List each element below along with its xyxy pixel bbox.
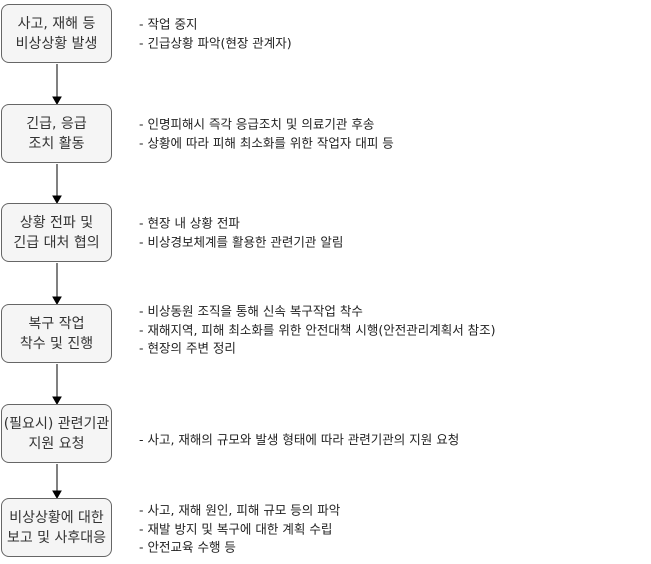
step-title-line: 긴급 대처 협의: [13, 234, 100, 251]
step-title-line: 복구 작업: [28, 315, 85, 332]
note-line: - 재발 방지 및 복구에 대한 계획 수립: [139, 520, 333, 536]
step-notes-2: - 인명피해시 즉각 응급조치 및 의료기관 후송 - 상황에 따라 피해 최소…: [139, 116, 394, 153]
step-box-1: 사고, 재해 등 비상상황 발생: [1, 4, 112, 63]
step-title-line: 긴급, 응급: [26, 115, 87, 132]
note-line: - 상황에 따라 피해 최소화를 위한 작업자 대피 등: [139, 135, 394, 150]
note-line: - 비상동원 조직을 통해 신속 복구작업 착수: [139, 303, 363, 319]
note-line: - 안전교육 수행 등: [139, 539, 236, 555]
step-box-6: 비상상황에 대한 보고 및 사후대응: [1, 498, 112, 557]
step-title-line: 보고 및 사후대응: [6, 529, 107, 546]
step-title-line: 착수 및 진행: [19, 335, 94, 352]
note-line: - 인명피해시 즉각 응급조치 및 의료기관 후송: [139, 116, 375, 132]
arrowhead-icon: [52, 396, 62, 406]
step-notes-5: - 사고, 재해의 규모와 발생 형태에 따라 관련기관의 지원 요청: [139, 431, 459, 450]
step-title-line: 조치 활동: [28, 135, 85, 152]
note-line: - 현장 내 상황 전파: [139, 215, 240, 231]
step-box-2: 긴급, 응급 조치 활동: [1, 104, 112, 163]
note-line: - 사고, 재해 원인, 피해 규모 등의 파악: [139, 502, 341, 518]
arrowhead-icon: [52, 490, 62, 500]
step-title-line: 상황 전파 및: [19, 214, 94, 231]
step-title-line: (필요시) 관련기관: [3, 415, 110, 432]
step-notes-1: - 작업 중지 - 긴급상황 파악(현장 관계자): [139, 16, 292, 53]
note-line: - 긴급상황 파악(현장 관계자): [139, 35, 292, 50]
arrowhead-icon: [52, 296, 62, 306]
step-notes-3: - 현장 내 상황 전파 - 비상경보체계를 활용한 관련기관 알림: [139, 215, 343, 252]
step-title-line: 지원 요청: [28, 435, 85, 452]
step-title-line: 비상상황 발생: [15, 35, 98, 52]
note-line: - 재해지역, 피해 최소화를 위한 안전대책 시행(안전관리계획서 참조): [139, 321, 496, 337]
arrowhead-icon: [52, 96, 62, 106]
arrowhead-icon: [52, 195, 62, 205]
step-box-4: 복구 작업 착수 및 진행: [1, 304, 112, 363]
note-line: - 현장의 주변 정리: [139, 340, 236, 356]
step-box-3: 상황 전파 및 긴급 대처 협의: [1, 203, 112, 262]
note-line: - 사고, 재해의 규모와 발생 형태에 따라 관련기관의 지원 요청: [139, 431, 460, 447]
step-notes-6: - 사고, 재해 원인, 피해 규모 등의 파악 - 재발 방지 및 복구에 대…: [139, 501, 340, 557]
step-title-line: 사고, 재해 등: [17, 15, 96, 32]
step-notes-4: - 비상동원 조직을 통해 신속 복구작업 착수 - 재해지역, 피해 최소화를…: [139, 302, 496, 358]
note-line: - 비상경보체계를 활용한 관련기관 알림: [139, 234, 344, 249]
note-line: - 작업 중지: [139, 16, 198, 32]
step-title-line: 비상상황에 대한: [9, 509, 104, 526]
step-box-5: (필요시) 관련기관 지원 요청: [1, 404, 112, 463]
